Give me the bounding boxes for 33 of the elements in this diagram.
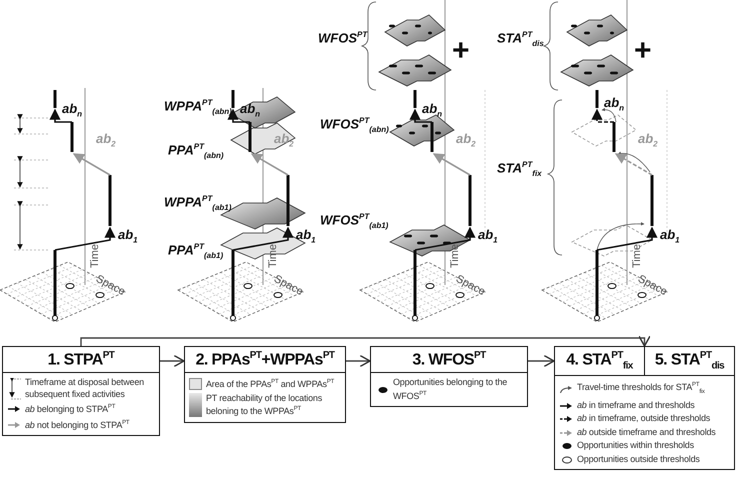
step-title: 3. WFOS$^{PT}$ [371, 347, 527, 374]
legend-text: Area of the PPAs$^{PT}$ and WPPAs$^{PT}$ [206, 378, 334, 391]
step-title: 1. STPA$^{PT}$ [3, 347, 159, 374]
legend-text: Opportunities within thresholds [577, 440, 694, 452]
diagram-label: ab$_{n}$ [240, 102, 260, 121]
step-title: 2. PPAs$^{PT}$+WPPAs$^{PT}$ [185, 347, 345, 374]
axis-label: Time [266, 244, 280, 268]
diagram-label: WFOS$^{PT}$ [318, 29, 368, 46]
diagram-label: ab$_{2}$ [274, 132, 294, 151]
diagram-label: ab$_{1}$ [478, 228, 498, 247]
diagram-label: ab$_{1}$ [296, 228, 316, 247]
legend-text: ab outside timeframe and thresholds [577, 426, 716, 438]
legend-text: Opportunities outside thresholds [577, 454, 700, 466]
legend-text: ab in timeframe and thresholds [577, 400, 695, 412]
diagram-label: ab$_{n}$ [62, 102, 82, 121]
diagram-label: ab$_{1}$ [660, 228, 680, 247]
axis-label: Time [630, 244, 644, 268]
axis-label: Time [88, 244, 102, 268]
diagram-label: ab$_{2}$ [456, 132, 476, 151]
legend-text: ab in timeframe, outside thresholds [577, 413, 710, 425]
legend-text: Opportunities belonging to the WFOS$^{PT}$ [393, 377, 508, 402]
diagram-label: ab$_{1}$ [118, 228, 138, 247]
legend-text: ab belonging to STPA$^{PT}$ [25, 402, 116, 416]
legend-text: ab not belonging to STPA$^{PT}$ [25, 418, 130, 432]
legend-text: PT reachability of the locations beloning to the WPPAs$^{PT}$ [206, 392, 324, 418]
diagram-label: ab$_{2}$ [638, 132, 658, 151]
diagram-label: ab$_{n}$ [422, 102, 442, 121]
diagram-label: ab$_{2}$ [96, 132, 116, 151]
plus-sign: + [452, 36, 470, 66]
diagram-label: ab$_{n}$ [604, 96, 624, 115]
plus-sign: + [634, 36, 652, 66]
legend-text: Timeframe at disposal between subsequent fixed activities [25, 377, 145, 400]
axis-label: Time [448, 244, 462, 268]
